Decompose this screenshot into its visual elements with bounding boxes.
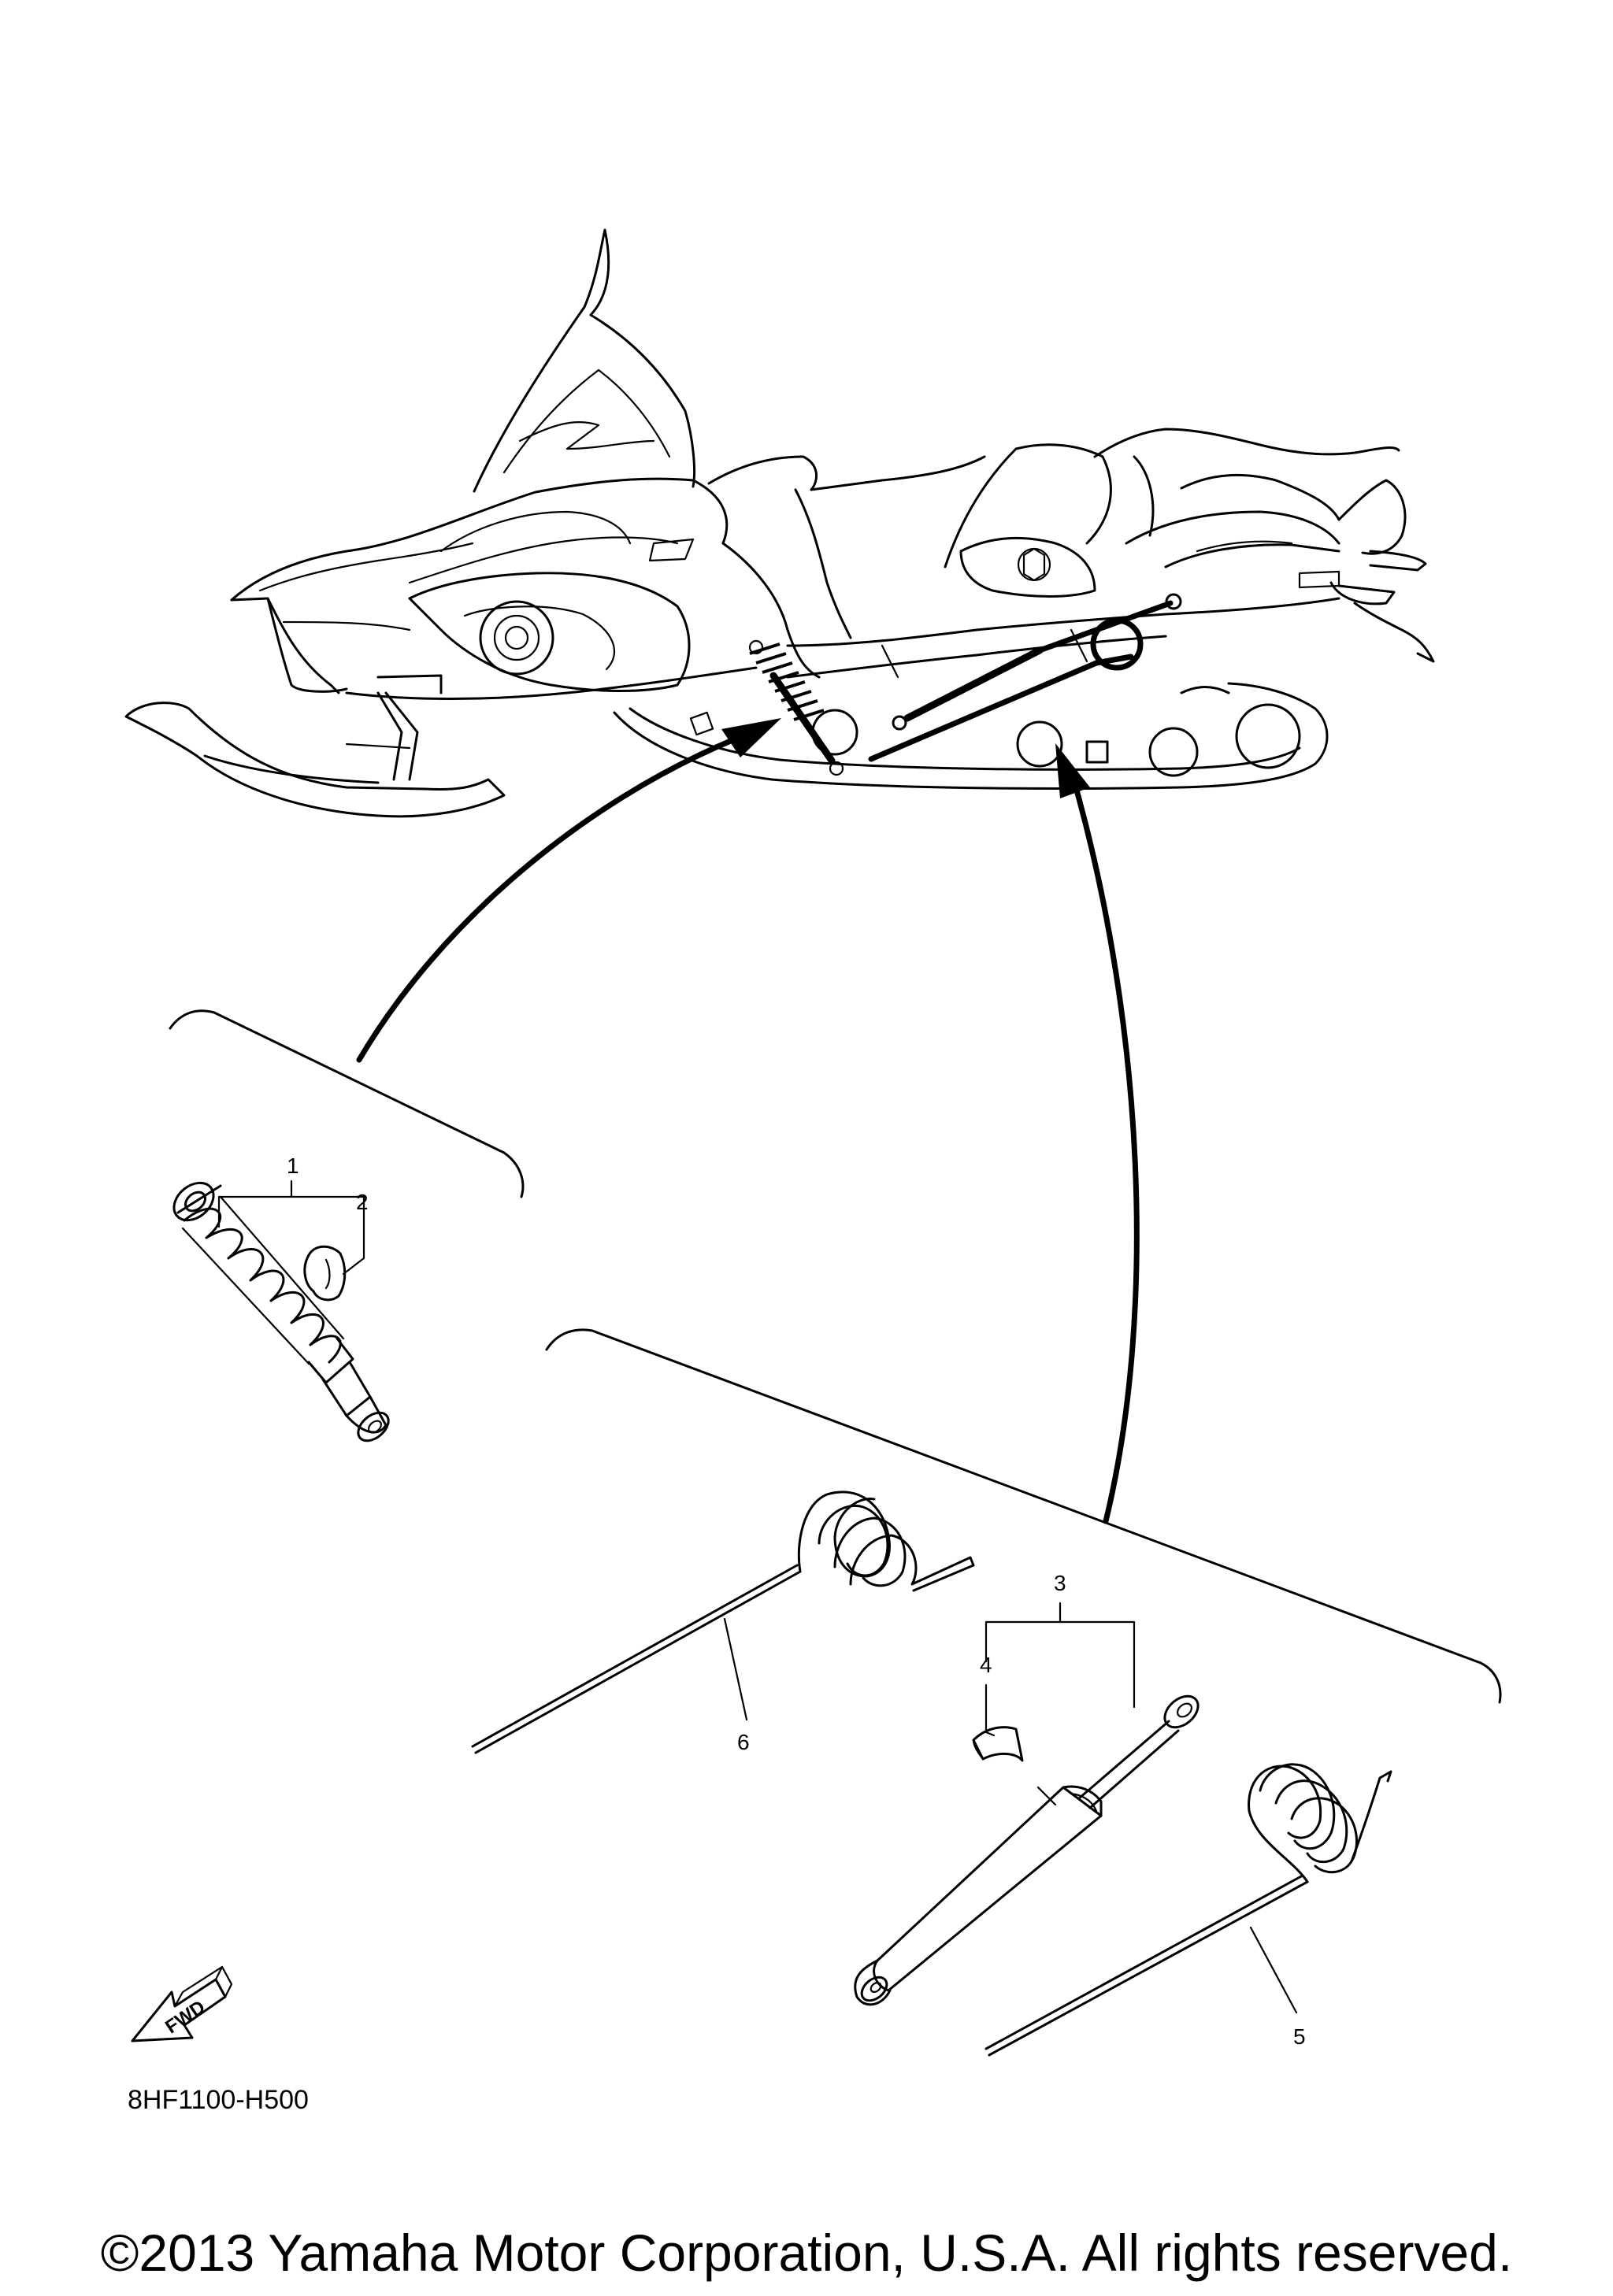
callout-label-6: 6	[737, 1730, 750, 1754]
copyright-notice: ©2013 Yamaha Motor Corporation, U.S.A. A…	[101, 2224, 1512, 2282]
highlight-rear-shock	[748, 639, 844, 776]
callout-leader-3-4	[984, 1602, 1136, 1806]
snowmobile-illustration	[124, 228, 1435, 818]
pointer-arrow-front	[1055, 743, 1140, 1524]
part-rear-shock-absorber	[172, 1181, 390, 1442]
group-bracket-lower	[545, 1328, 1502, 1704]
pointer-arrow-rear	[356, 718, 781, 1063]
callout-leader-6	[723, 1617, 748, 1721]
callout-label-3: 3	[1054, 1571, 1066, 1595]
fwd-label: FWD	[161, 1996, 209, 2038]
callout-label-1: 1	[287, 1154, 299, 1178]
callout-leader-5	[1249, 1926, 1298, 2014]
group-bracket-upper	[169, 1009, 525, 1198]
callout-leader-1-2	[217, 1179, 365, 1276]
part-torsion-spring-left	[471, 1491, 975, 1754]
callout-label-4: 4	[980, 1653, 992, 1677]
callout-label-5: 5	[1293, 2024, 1306, 2049]
diagram-code: 8HF1100-H500	[128, 2085, 309, 2115]
callout-label-2: 2	[356, 1190, 369, 1214]
part-damper-assembly	[854, 1694, 1200, 2006]
highlight-front-shock	[868, 593, 1182, 762]
fwd-arrow-icon: FWD	[131, 1965, 233, 2042]
part-torsion-spring-right	[984, 1763, 1392, 2057]
